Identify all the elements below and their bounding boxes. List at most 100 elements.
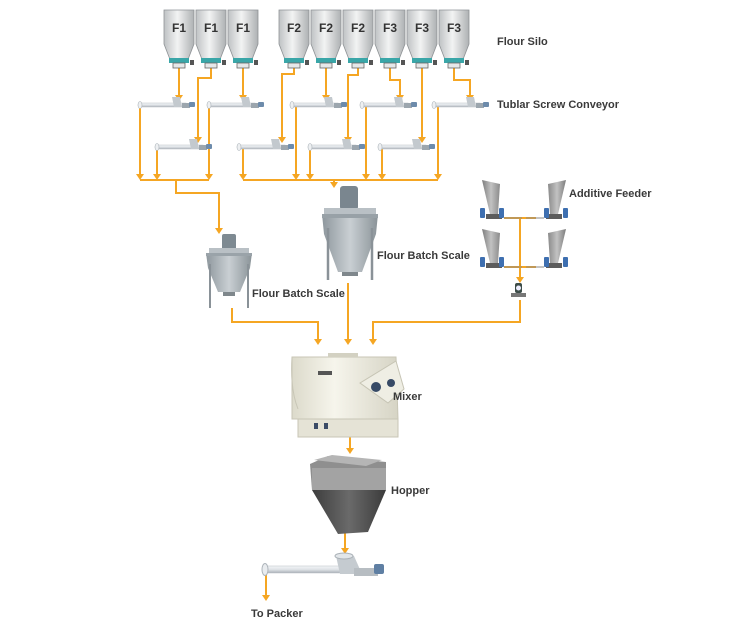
feeder-motor	[563, 208, 568, 218]
conveyor-motor	[411, 102, 417, 107]
screw-conveyor	[307, 139, 365, 151]
mixer	[291, 353, 405, 438]
silo-label: F1	[204, 21, 218, 35]
silo-band	[380, 58, 400, 63]
silo-band	[233, 58, 253, 63]
flow-arrow	[292, 174, 300, 180]
feeder-motor	[544, 257, 549, 267]
tubular-screw-conveyors	[137, 97, 489, 151]
label-flour-batch-scale-large: Flour Batch Scale	[377, 250, 470, 262]
silo-outlet	[287, 62, 301, 69]
conveyor-outlet	[307, 143, 313, 151]
silo-valve	[305, 60, 309, 65]
screw-conveyor	[154, 139, 212, 151]
silo-label: F3	[415, 21, 429, 35]
conveyor-outlet	[431, 101, 437, 109]
silo-body	[163, 9, 195, 63]
hopper	[310, 455, 386, 534]
silo-valve	[401, 60, 405, 65]
feeder-motor	[499, 208, 504, 218]
flow-arrow	[330, 182, 338, 188]
conveyor-motor	[288, 144, 294, 149]
conveyor-outlet	[206, 101, 212, 109]
label-to-packer: To Packer	[251, 608, 303, 620]
flow-arrow	[278, 137, 286, 143]
scale-motor	[222, 234, 236, 250]
silo-outlet	[351, 62, 365, 69]
flow-arrow	[194, 137, 202, 143]
conveyor-gearbox	[476, 103, 484, 108]
silo-outlet	[236, 62, 250, 69]
additive-feeders	[480, 180, 568, 297]
silo-valve	[369, 60, 373, 65]
flow-line	[175, 180, 220, 231]
label-hopper: Hopper	[391, 485, 430, 497]
flow-line	[389, 68, 401, 98]
flour-batch-scale-small	[206, 234, 252, 308]
silo-body	[195, 9, 227, 63]
label-flour-silo: Flour Silo	[497, 36, 548, 48]
valve-flange	[511, 293, 526, 297]
silo-label: F1	[172, 21, 186, 35]
screw-conveyor	[236, 139, 294, 151]
silo-outlet	[415, 62, 429, 69]
conveyor-motor	[374, 564, 384, 574]
conveyor-gearbox	[404, 103, 412, 108]
mixer-motor	[371, 382, 381, 392]
silo-body	[310, 9, 342, 63]
silo-band	[284, 58, 304, 63]
feeder-hopper	[548, 180, 566, 214]
additive-feeder-unit	[526, 229, 568, 268]
silo: F2	[342, 9, 374, 69]
silo-label: F3	[383, 21, 397, 35]
silo-band	[412, 58, 432, 63]
conveyor-motor	[206, 144, 212, 149]
silo-body	[278, 9, 310, 63]
flow-line	[372, 300, 521, 342]
feeder-hopper	[482, 229, 500, 263]
silo: F3	[438, 9, 470, 69]
conveyor-inlet	[172, 97, 182, 107]
conveyor-outlet	[236, 143, 242, 151]
flow-lines	[136, 68, 536, 601]
conveyor-inlet	[271, 139, 281, 149]
silo: F1	[163, 9, 195, 69]
screw-conveyor	[431, 97, 489, 109]
feeder-base	[546, 214, 562, 219]
silo-label: F2	[287, 21, 301, 35]
flow-arrow	[346, 448, 354, 454]
silo: F3	[374, 9, 406, 69]
additive-feeder-unit	[480, 229, 522, 268]
silo-body	[406, 9, 438, 63]
flow-arrow	[239, 174, 247, 180]
feeder-hopper	[482, 180, 500, 214]
feeder-motor	[480, 257, 485, 267]
screw-conveyor	[289, 97, 347, 109]
silo-body	[227, 9, 259, 63]
silo-valve	[190, 60, 194, 65]
conveyor-inlet	[241, 97, 251, 107]
flow-arrow	[362, 174, 370, 180]
flow-arrow	[205, 174, 213, 180]
feeder-base	[546, 263, 562, 268]
silo: F2	[278, 9, 310, 69]
conveyor-inlet	[324, 97, 334, 107]
flow-arrow	[314, 339, 322, 345]
conveyor-motor	[429, 144, 435, 149]
screw-conveyor	[359, 97, 417, 109]
flow-line	[197, 68, 212, 140]
conveyor-inlet	[466, 97, 476, 107]
silo: F3	[406, 9, 438, 69]
screw-conveyor	[137, 97, 195, 109]
silo-band	[348, 58, 368, 63]
conveyor-outlet	[377, 143, 383, 151]
conveyor-gearbox	[251, 103, 259, 108]
silo-valve	[222, 60, 226, 65]
label-additive-feeder: Additive Feeder	[569, 188, 652, 200]
feeder-hopper	[548, 229, 566, 263]
screw-conveyor	[377, 139, 435, 151]
silo-label: F2	[319, 21, 333, 35]
additive-feeder-unit	[480, 180, 522, 219]
silo: F1	[195, 9, 227, 69]
